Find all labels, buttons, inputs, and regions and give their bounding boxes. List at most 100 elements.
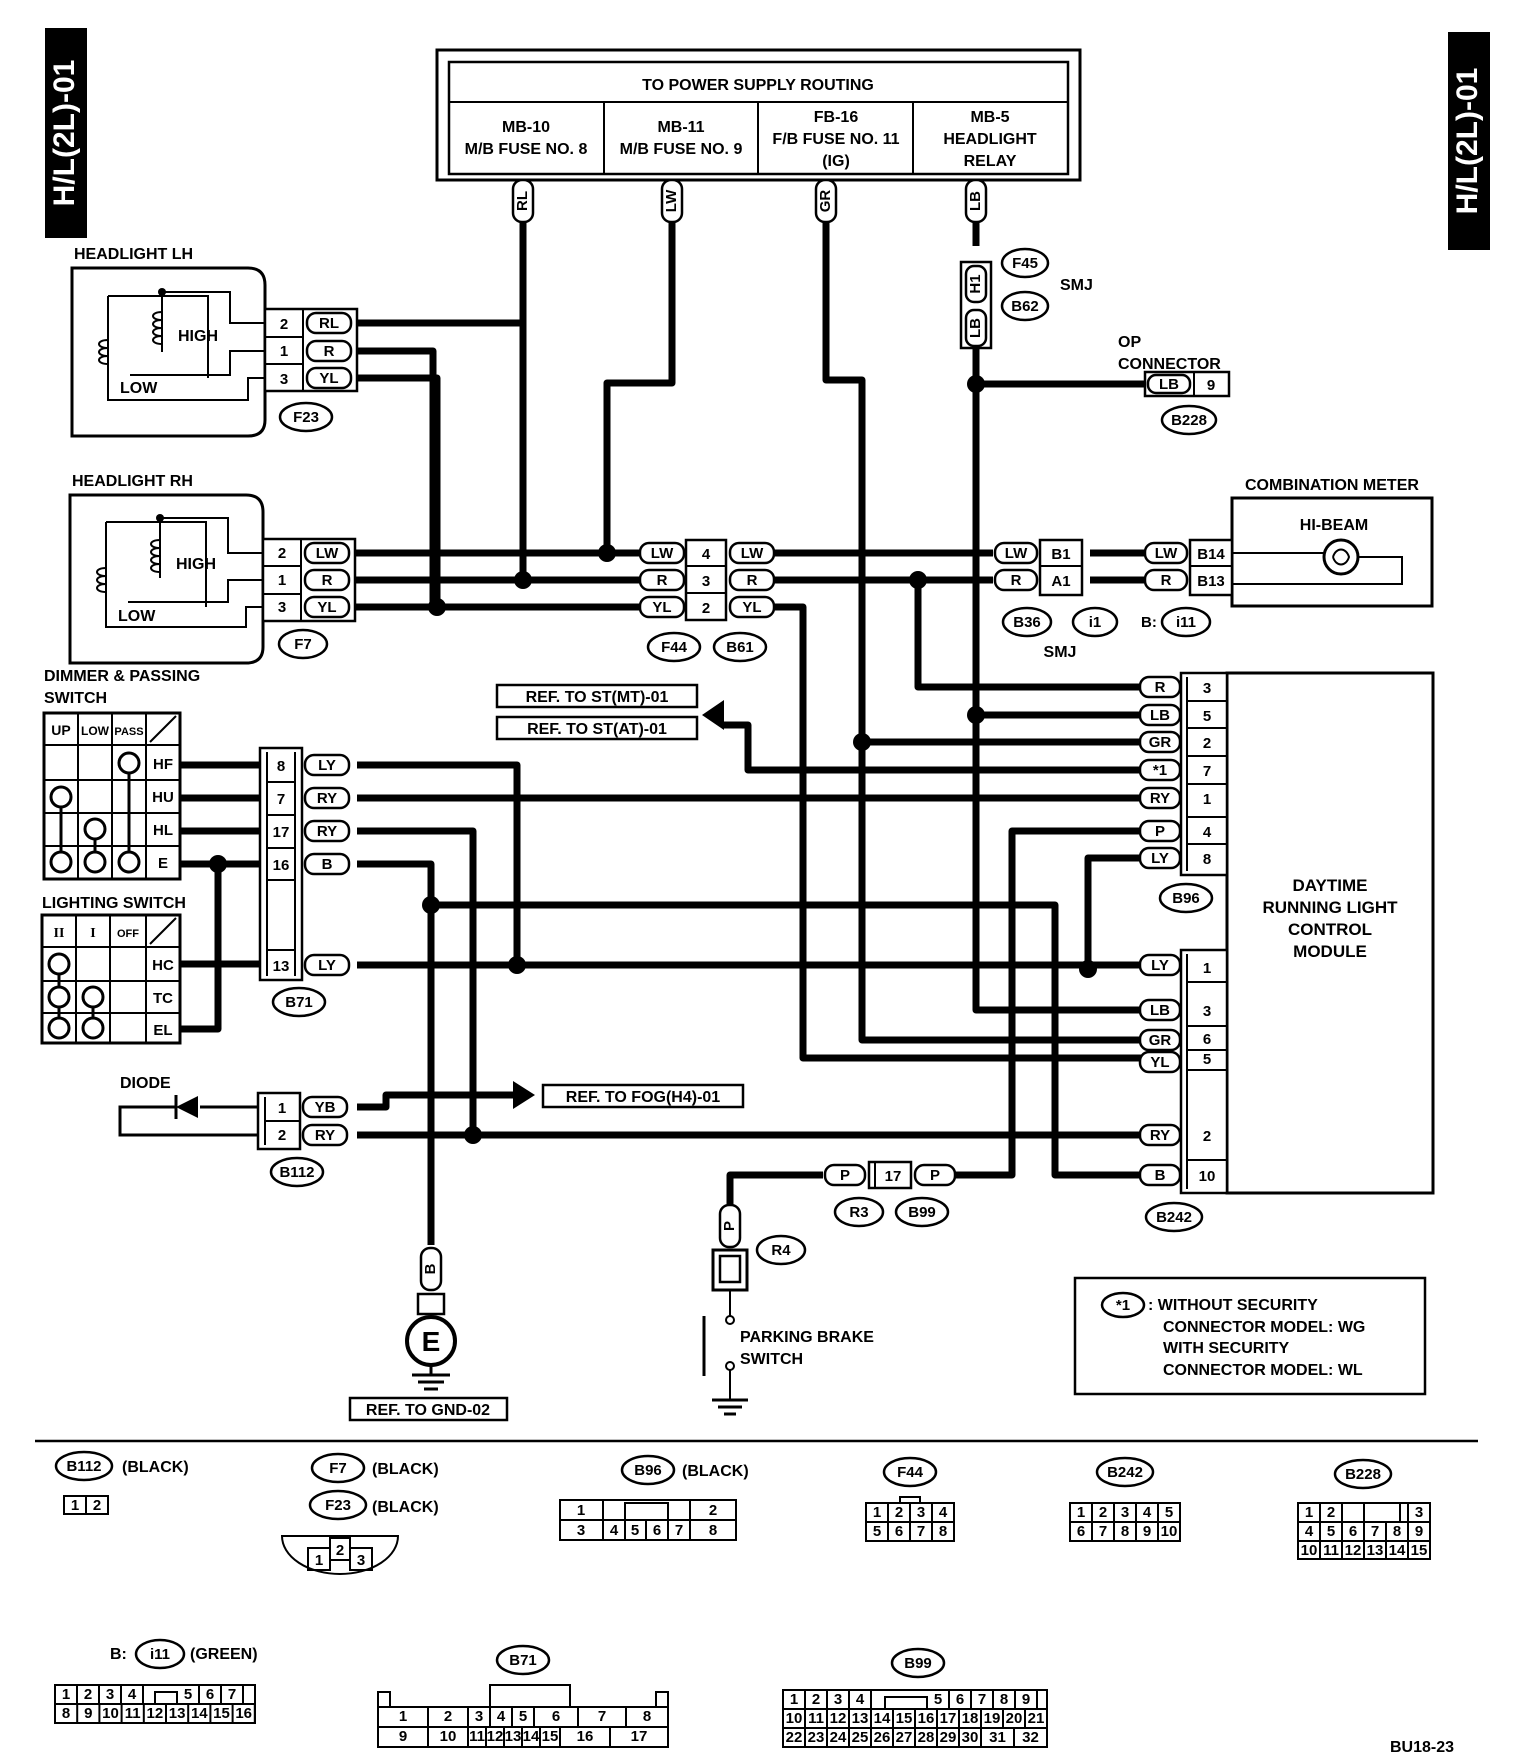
- drl-u-wire-3: *1: [1153, 762, 1167, 779]
- legend-pin-b99-t3: 3: [834, 1691, 842, 1708]
- legend-pin-b71-t8: 8: [643, 1708, 651, 1725]
- dimmer-title2: SWITCH: [44, 690, 107, 707]
- drl-u-pin-6: 8: [1203, 851, 1211, 868]
- drl-u-pin-0: 3: [1203, 680, 1211, 697]
- ps-wire-lw: LW: [663, 189, 680, 212]
- legend-pin-b99-m20: 20: [1006, 1710, 1023, 1727]
- lg-f7-name: F7: [329, 1460, 347, 1477]
- legend-pin-b99-t1: 1: [790, 1691, 798, 1708]
- r3b99-c1: R3: [849, 1204, 868, 1221]
- legend-pin-i11-t6: 6: [206, 1686, 214, 1703]
- legend-pin-b99-m16: 16: [918, 1710, 935, 1727]
- comb-meter-pin-b14: B14: [1197, 546, 1225, 563]
- legend-pin-b242-b7: 7: [1099, 1523, 1107, 1540]
- comb-meter-wire-lw: LW: [1155, 545, 1178, 562]
- combination-meter: COMBINATION METER HI-BEAM B14 B13 LW R B…: [1141, 477, 1434, 638]
- mid-pin-2: 2: [702, 600, 710, 617]
- dimmer-row-hl: HL: [153, 822, 173, 839]
- legend-pin-b228-b11: 11: [1323, 1542, 1339, 1559]
- b71-wire-ry17: RY: [317, 823, 337, 840]
- b71-pin-7: 7: [277, 791, 285, 808]
- mid-left-lw: LW: [651, 545, 674, 562]
- dimmer-title1: DIMMER & PASSING: [44, 668, 200, 685]
- lg-f23-color: (BLACK): [372, 1499, 439, 1516]
- lg-b96-b8: 8: [709, 1522, 717, 1539]
- diode-wire-yb: YB: [315, 1099, 336, 1116]
- lg-b96-t1: 1: [577, 1502, 585, 1519]
- headlight-lh-high: HIGH: [178, 328, 218, 345]
- lighting-title: LIGHTING SWITCH: [42, 895, 186, 912]
- dimmer-col-low: LOW: [81, 724, 110, 738]
- legend-pin-i11-b11: 11: [125, 1705, 141, 1722]
- lg-b71-name: B71: [509, 1652, 537, 1669]
- drl-l-wire-3: YL: [1150, 1054, 1169, 1071]
- drl-l-wire-4: RY: [1150, 1127, 1170, 1144]
- smj-mid-pin-a1: A1: [1051, 573, 1070, 590]
- legend-pin-b71-b12: 12: [487, 1728, 504, 1745]
- drl-u-pin-1: 5: [1203, 708, 1211, 725]
- legend-pin-i11-b12: 12: [147, 1705, 164, 1722]
- legend-pin-b71-t2: 2: [444, 1708, 452, 1725]
- drl-l-wire-1: LB: [1150, 1002, 1170, 1019]
- page-tag-left: H/L(2L)-01: [45, 28, 87, 238]
- mid-left-r: R: [657, 572, 668, 589]
- hl-lh-wire-rl: RL: [319, 315, 339, 332]
- comb-meter-pin-b13: B13: [1197, 573, 1225, 590]
- legend-pin-b99-m11: 11: [808, 1710, 824, 1727]
- ps-wire-lb: LB: [967, 191, 984, 211]
- dimmer-row-hu: HU: [152, 789, 174, 806]
- legend-pin-i11-b9: 9: [84, 1705, 92, 1722]
- legend-pin-i11-b15: 15: [213, 1705, 230, 1722]
- lg-b96-b3: 3: [577, 1522, 585, 1539]
- legend-pin-f44-t4: 4: [939, 1504, 948, 1521]
- hl-lh-pin-1: 1: [280, 343, 288, 360]
- drl-l-conn: B242: [1156, 1209, 1192, 1226]
- lg-b96-b4: 4: [610, 1522, 619, 1539]
- ps-col4-l1: MB-5: [970, 109, 1009, 126]
- legend-pin-b228-m4: 4: [1305, 1523, 1314, 1540]
- lg-b96-name: B96: [634, 1462, 662, 1479]
- drl-l2: RUNNING LIGHT: [1262, 898, 1398, 917]
- hl-rh-pin-2: 2: [278, 545, 286, 562]
- legend-pin-b242-t2: 2: [1099, 1504, 1107, 1521]
- b71-pin-16: 16: [273, 857, 290, 874]
- drl-u-pin-5: 4: [1203, 824, 1212, 841]
- legend-pin-i11-t3: 3: [106, 1686, 114, 1703]
- mid-right-lw: LW: [741, 545, 764, 562]
- legend-pin-f44-t1: 1: [873, 1504, 881, 1521]
- lg-b96-b5: 5: [631, 1522, 639, 1539]
- lg-f7-color: (BLACK): [372, 1461, 439, 1478]
- legend-pin-b71-b11: 11: [469, 1728, 485, 1745]
- mid-c2: B61: [726, 639, 754, 656]
- ground-symbol: B E: [405, 1246, 457, 1391]
- legend-pin-f44-t3: 3: [917, 1504, 925, 1521]
- ps-col2-l1: MB-11: [657, 119, 704, 136]
- legend-pin-b99-t5: 5: [934, 1691, 942, 1708]
- legend-pin-b99-b30: 30: [962, 1729, 979, 1746]
- headlight-rh: HEADLIGHT RH HIGH LOW 2 1 3 LW R YL F7: [68, 473, 357, 665]
- lg-b96-color: (BLACK): [682, 1463, 749, 1480]
- legend-pin-b71-b13: 13: [505, 1728, 522, 1745]
- legend-pin-b71-t3: 3: [475, 1708, 483, 1725]
- op-conn-id: B228: [1171, 412, 1207, 429]
- b71-wire-b16: B: [322, 856, 333, 873]
- legend-pin-b99-m19: 19: [984, 1710, 1001, 1727]
- headlight-lh-title: HEADLIGHT LH: [74, 246, 193, 263]
- power-wire-tags: RL LW GR LB: [511, 178, 988, 224]
- lg-b228-name: B228: [1345, 1466, 1381, 1483]
- op-pin: 9: [1207, 377, 1215, 394]
- ref-gnd: REF. TO GND-02: [366, 1402, 490, 1419]
- legend-pin-b71-b17: 17: [631, 1728, 648, 1745]
- power-supply-box: TO POWER SUPPLY ROUTING MB-10 M/B FUSE N…: [435, 48, 1082, 182]
- drl-l-wire-2: GR: [1149, 1032, 1172, 1049]
- comb-meter-wire-r: R: [1161, 572, 1172, 589]
- diode-conn-id: B112: [279, 1164, 314, 1181]
- r3b99-c2: B99: [908, 1204, 936, 1221]
- legend-pin-b228-b13: 13: [1367, 1542, 1384, 1559]
- legend-pin-b99-t4: 4: [856, 1691, 865, 1708]
- b71-connector: 8 7 17 16 13 LY RY RY B LY B71: [258, 746, 351, 1018]
- junction-dots: [209, 375, 1097, 1144]
- legend-pin-b99-b32: 32: [1022, 1729, 1039, 1746]
- legend-pin-b71-b15: 15: [542, 1728, 559, 1745]
- smj-mid-pin-b1: B1: [1051, 546, 1070, 563]
